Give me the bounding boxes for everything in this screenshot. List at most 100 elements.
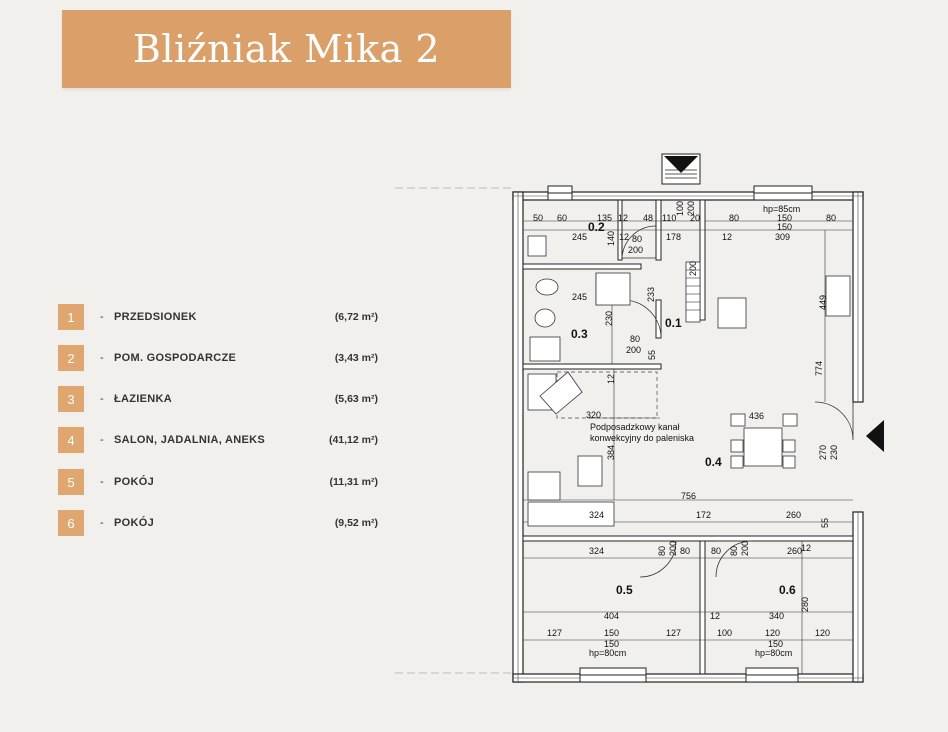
entrance-marker-top	[661, 153, 701, 185]
legend-room-name: SALON, JADALNIA, ANEKS	[114, 434, 266, 446]
legend-room-name: POKÓJ	[114, 476, 155, 488]
dim-label: 230	[604, 311, 614, 326]
dim-label: 48	[643, 213, 653, 223]
legend-number: 4	[58, 427, 84, 453]
doors	[595, 225, 854, 578]
dim-label: 80	[729, 213, 739, 223]
dim-label: 55	[820, 518, 830, 528]
legend-number: 3	[58, 386, 84, 412]
dim-label: 245	[572, 232, 587, 242]
dim-label: 12	[710, 611, 720, 621]
chair-icon	[782, 455, 796, 469]
chair-icon	[730, 439, 744, 453]
page-title: Bliźniak Mika 2	[132, 27, 441, 71]
dim-label: 80	[630, 334, 640, 344]
dim-label: 55	[647, 350, 657, 360]
wall-bath-bottom	[522, 363, 662, 370]
legend-room-area: (11,31 m²)	[329, 476, 378, 488]
dim-label: 178	[666, 232, 681, 242]
legend-room-area: (3,43 m²)	[334, 352, 378, 364]
dim-label: 12	[619, 232, 629, 242]
room-label: 0.3	[571, 327, 588, 341]
dim-label: 324	[589, 510, 604, 520]
sill-height-label: hp=85cm	[763, 204, 800, 214]
dim-label: 80	[711, 546, 721, 556]
legend-row: 5 - POKÓJ (11,31 m²)	[58, 469, 388, 495]
dim-label: 20	[690, 213, 700, 223]
stair-steps	[686, 269, 700, 311]
sill-height-label: hp=80cm	[755, 648, 792, 658]
dim-label: 150	[604, 628, 619, 638]
windows	[547, 185, 813, 683]
legend-dash: -	[100, 476, 104, 488]
legend-row: 2 - POM. GOSPODARCZE (3,43 m²)	[58, 345, 388, 371]
dim-label: 150	[768, 639, 783, 649]
legend-row: 1 - PRZEDSIONEK (6,72 m²)	[58, 304, 388, 330]
legend-room-area: (9,52 m²)	[334, 517, 378, 529]
dim-label: 200	[668, 541, 678, 556]
dim-label: 200	[628, 245, 643, 255]
channel-note: konwekcyjny do paleniska	[590, 433, 694, 443]
door-swing	[814, 401, 854, 441]
dim-label: 756	[681, 491, 696, 501]
dim-label: 100	[675, 201, 685, 216]
legend-number: 2	[58, 345, 84, 371]
wall-bath-top	[522, 263, 642, 270]
dim-label: 200	[740, 541, 750, 556]
dim-label: 80	[729, 546, 739, 556]
room-labels: 0.1 0.2 0.3 0.4 0.5 0.6	[571, 220, 796, 597]
dim-label: 320	[586, 410, 601, 420]
dim-label: 200	[626, 345, 641, 355]
armchair-icon	[577, 455, 603, 487]
dim-label: 774	[814, 361, 824, 376]
dim-label: 245	[572, 292, 587, 302]
arrow-down-icon	[664, 156, 698, 173]
dim-label: 12	[801, 543, 811, 553]
dim-label: 280	[800, 597, 810, 612]
chair-icon	[782, 439, 796, 453]
legend-dash: -	[100, 517, 104, 529]
legend-row: 4 - SALON, JADALNIA, ANEKS (41,12 m²)	[58, 427, 388, 453]
dim-label: 12	[618, 213, 628, 223]
toilet-icon	[535, 278, 559, 296]
dim-label: 120	[815, 628, 830, 638]
room-label: 0.2	[588, 220, 605, 234]
legend-number: 1	[58, 304, 84, 330]
dimension-labels: 50 60 135 12 48 110 20 80 150 80 245 12 …	[533, 213, 836, 649]
dim-label: 127	[547, 628, 562, 638]
dim-label: 404	[604, 611, 619, 621]
legend-dash: -	[100, 393, 104, 405]
dim-label: 200	[688, 261, 698, 276]
dining-table-icon	[743, 427, 783, 467]
dim-label: 449	[818, 295, 828, 310]
dim-label: 150	[777, 213, 792, 223]
door-swing	[621, 225, 657, 259]
dim-label: 436	[749, 411, 764, 421]
sink-icon	[527, 235, 547, 257]
dim-label: 260	[787, 546, 802, 556]
legend-dash: -	[100, 434, 104, 446]
dim-label: 260	[786, 510, 801, 520]
sill-height-label: hp=80cm	[589, 648, 626, 658]
legend-dash: -	[100, 311, 104, 323]
title-banner: Bliźniak Mika 2	[62, 10, 511, 88]
dim-label: 80	[632, 234, 642, 244]
dim-label: 80	[657, 546, 667, 556]
room-label: 0.4	[705, 455, 722, 469]
room-label: 0.5	[616, 583, 633, 597]
dim-label: 140	[606, 231, 616, 246]
legend-number: 6	[58, 510, 84, 536]
cooktop-icon	[825, 275, 851, 317]
chair-icon	[782, 413, 798, 427]
dim-label: 80	[826, 213, 836, 223]
legend-room-area: (41,12 m²)	[328, 434, 378, 446]
dim-label: 150	[777, 222, 792, 232]
kitchen-counter-icon	[527, 501, 615, 527]
legend-room-area: (6,72 m²)	[334, 311, 378, 323]
stair-icon	[685, 261, 701, 323]
room-label: 0.6	[779, 583, 796, 597]
cabinet-icon	[717, 297, 747, 329]
washbasin-icon	[534, 308, 556, 328]
wall-hall-right	[699, 199, 706, 321]
